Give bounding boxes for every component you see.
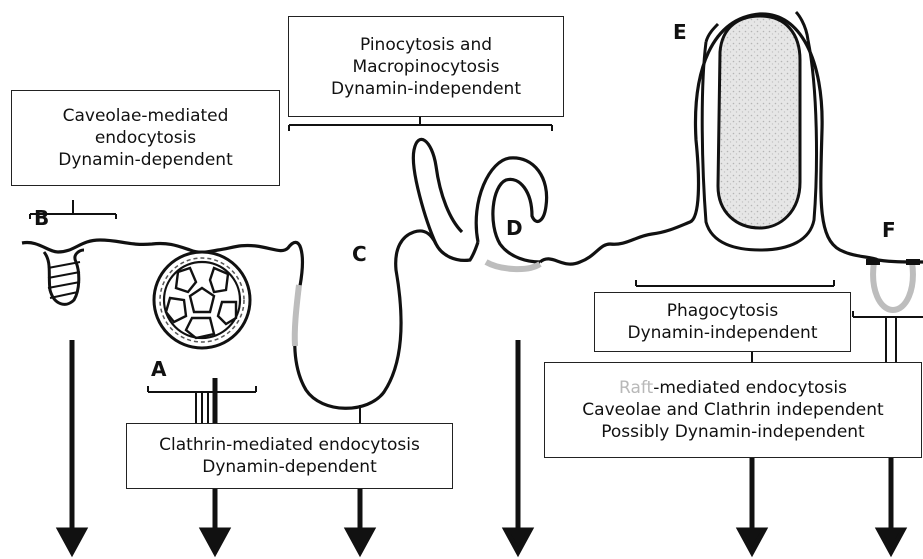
plasma-membrane <box>22 231 478 408</box>
pinocytosis-line3: Dynamin-independent <box>289 78 563 100</box>
clathrin-line2: Dynamin-dependent <box>127 456 452 478</box>
phagocytosis-line1: Phagocytosis <box>595 300 850 322</box>
letter-a: A <box>151 357 166 381</box>
letter-e: E <box>673 20 687 44</box>
caveolae-line3: Dynamin-dependent <box>12 149 279 171</box>
caveolae-line2: endocytosis <box>12 127 279 149</box>
letter-d: D <box>506 216 523 240</box>
bracket-pinocytosis <box>289 116 552 131</box>
raft-line1-rest: -mediated endocytosis <box>653 378 847 398</box>
clathrin-coated-pit <box>154 252 250 348</box>
pinocytosis-line2: Macropinocytosis <box>289 56 563 78</box>
raft-line3: Possibly Dynamin-independent <box>545 421 921 443</box>
letter-b: B <box>34 206 49 230</box>
raft-line1: Raft-mediated endocytosis <box>545 377 921 399</box>
clathrin-label-box: Clathrin-mediated endocytosis Dynamin-de… <box>126 423 453 489</box>
phagocytosed-particle <box>718 16 800 228</box>
caveola-coat-lines <box>48 262 80 298</box>
pinocytosis-highlight <box>295 285 299 346</box>
phagocytosis-label-box: Phagocytosis Dynamin-independent <box>594 292 851 352</box>
caveolae-line1: Caveolae-mediated <box>12 105 279 127</box>
raft-label-box: Raft-mediated endocytosis Caveolae and C… <box>544 362 922 458</box>
macropinocytic-cup-d <box>476 158 546 262</box>
raft-vesicle <box>866 262 920 310</box>
pinocytosis-line1: Pinocytosis and <box>289 34 563 56</box>
caveolae-label-box: Caveolae-mediated endocytosis Dynamin-de… <box>11 90 280 186</box>
bracket-phagocytosis <box>636 280 834 286</box>
raft-line2: Caveolae and Clathrin independent <box>545 399 921 421</box>
raft-word: Raft <box>619 378 653 398</box>
bracket-raft <box>853 311 923 364</box>
letter-f: F <box>882 218 896 242</box>
pinocytosis-label-box: Pinocytosis and Macropinocytosis Dynamin… <box>288 16 564 117</box>
letter-c: C <box>352 242 367 266</box>
macropinocytosis-ruffle <box>413 139 462 244</box>
clathrin-line1: Clathrin-mediated endocytosis <box>127 434 452 456</box>
phagocytosis-line2: Dynamin-independent <box>595 322 850 344</box>
